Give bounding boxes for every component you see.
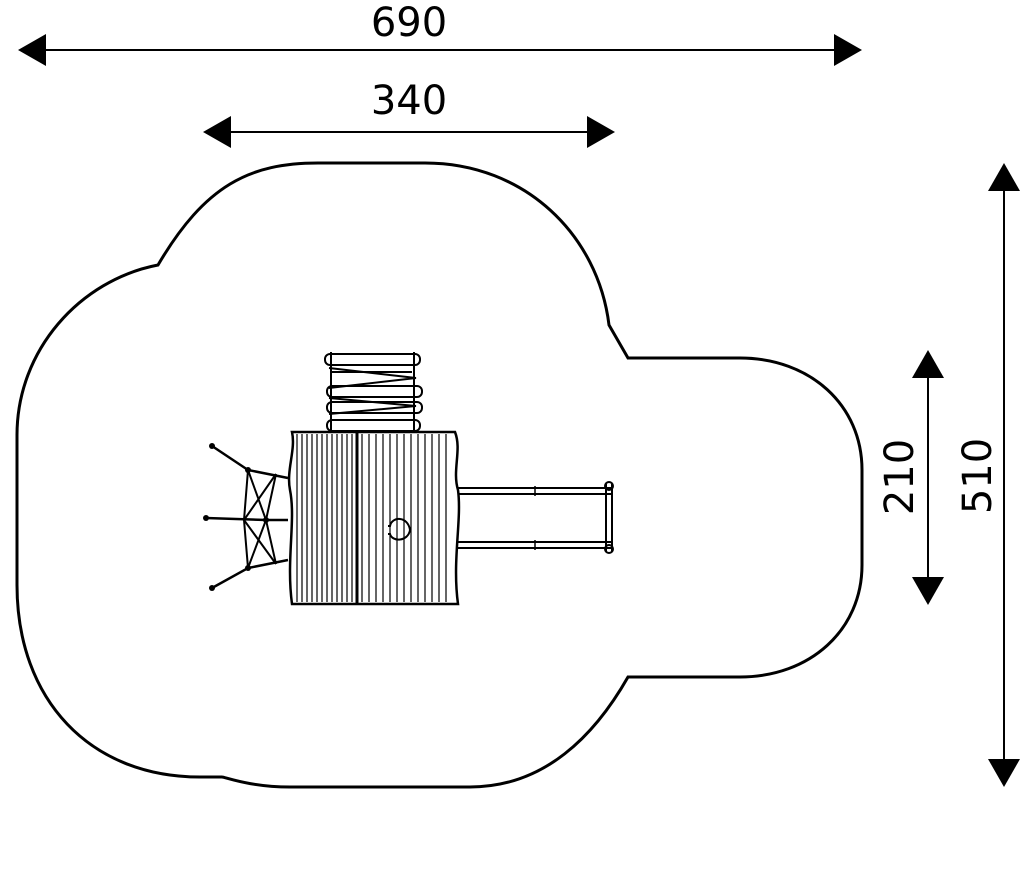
ladder-rung (326, 401, 423, 414)
ladder-rung (326, 385, 423, 398)
dimension-slide-zone-height: 210 (877, 350, 944, 605)
slide (458, 481, 614, 554)
slide-zone-height-label: 210 (877, 439, 923, 515)
arrowhead-left (18, 34, 46, 66)
slide-end-cap (604, 481, 614, 491)
overall-width-label: 690 (371, 0, 447, 46)
arrowhead-top (988, 163, 1020, 191)
slide-exit-opening (388, 518, 412, 541)
deck-planks-left (296, 434, 353, 602)
arrowhead-bottom (988, 759, 1020, 787)
slide-end-cap (604, 544, 614, 554)
arrowhead-bottom (912, 577, 944, 605)
ladder-rung (326, 419, 421, 432)
safety-zone-outline (15, 161, 864, 789)
ladder-rung (324, 353, 421, 366)
tower-platform (287, 430, 461, 606)
arrowhead-left (203, 116, 231, 148)
dimension-upper-width: 340 (203, 78, 615, 148)
deck-planks-right (361, 434, 447, 602)
dimension-overall-depth: 510 (955, 163, 1020, 787)
arrowhead-right (834, 34, 862, 66)
upper-width-label: 340 (371, 78, 447, 124)
arrowhead-top (912, 350, 944, 378)
climbing-ladder (324, 352, 423, 432)
dimension-overall-width: 690 (18, 0, 862, 66)
overall-depth-label: 510 (955, 438, 1001, 514)
arrowhead-right (587, 116, 615, 148)
rope-net (203, 443, 289, 591)
